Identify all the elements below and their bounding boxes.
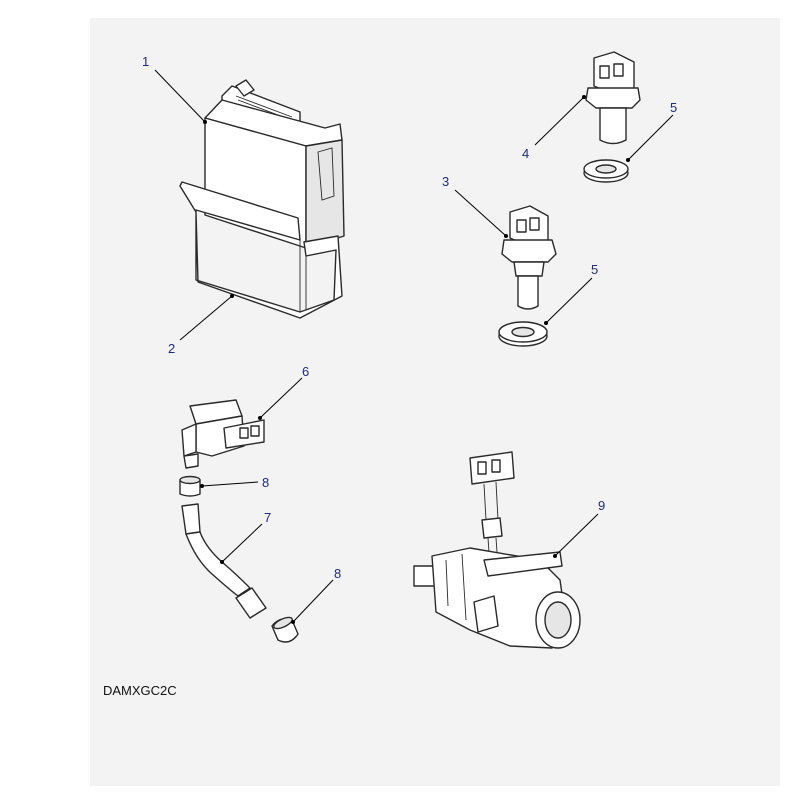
hose-clip-lower	[271, 616, 299, 643]
callout-8-upper: 8	[262, 475, 269, 490]
callout-6: 6	[302, 364, 309, 379]
callout-2: 2	[168, 341, 175, 356]
callout-1: 1	[142, 54, 149, 69]
vacuum-hose	[181, 503, 267, 619]
sealing-washer-upper	[583, 159, 629, 183]
drawing-code: DAMXGC2C	[103, 683, 177, 698]
sensor-6	[181, 399, 265, 469]
callout-8-lower: 8	[334, 566, 341, 581]
callout-3: 3	[442, 174, 449, 189]
callout-numbers: 1 2 3 4 5 5 6 8 7 8 9	[142, 54, 677, 581]
mounting-bracket	[179, 181, 343, 319]
callout-5-upper: 5	[670, 100, 677, 115]
callout-5-lower: 5	[591, 262, 598, 277]
sealing-washer-lower	[498, 321, 548, 347]
callout-4: 4	[522, 146, 529, 161]
hose-clip-upper	[179, 475, 201, 497]
temperature-sensor-4	[585, 51, 641, 145]
leader-lines	[154, 69, 674, 624]
ignition-lock-assembly	[413, 451, 581, 649]
temperature-sensor-3	[501, 205, 557, 310]
callout-7: 7	[264, 510, 271, 525]
callout-9: 9	[598, 498, 605, 513]
